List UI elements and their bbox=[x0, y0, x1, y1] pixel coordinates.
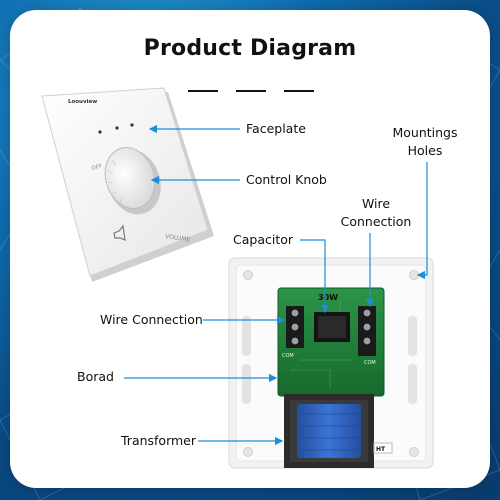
label-capacitor: Capacitor bbox=[233, 232, 294, 247]
power-rating: 30W bbox=[318, 293, 338, 302]
title-dash bbox=[188, 90, 218, 92]
label-wire-connection-left: Wire Connection bbox=[100, 312, 203, 327]
label-control-knob: Control Knob bbox=[246, 172, 327, 187]
brand-logo-text: Loouview bbox=[68, 99, 97, 105]
label-transformer: Transformer bbox=[121, 433, 197, 448]
label-wire-connection-top-line1: Wire bbox=[361, 196, 391, 211]
capacitor-arrow bbox=[300, 239, 330, 314]
title-dash bbox=[284, 90, 314, 92]
label-wire-connection-top-line2: Connection bbox=[340, 214, 412, 229]
label-faceplate: Faceplate bbox=[246, 121, 306, 136]
control-knob bbox=[104, 147, 161, 215]
speaker-icon bbox=[113, 224, 126, 241]
terminal-block-right bbox=[358, 306, 376, 356]
off-marking: OFF bbox=[91, 164, 103, 172]
terminal-label-right: COM bbox=[364, 360, 376, 366]
label-wire-connection-top: Wire Connection bbox=[338, 195, 414, 231]
mounting-hole bbox=[409, 447, 419, 457]
terminal-label-left: COM bbox=[282, 353, 294, 359]
volume-marking: VOLUME bbox=[165, 233, 191, 243]
label-mounting-holes-line1: Mountings bbox=[392, 125, 458, 140]
label-borad: Borad bbox=[77, 369, 114, 384]
title-dash bbox=[236, 90, 266, 92]
diagram-title: Product Diagram bbox=[143, 36, 357, 61]
transformer-tag: HT bbox=[376, 446, 386, 453]
label-mounting-holes-line2: Holes bbox=[407, 143, 443, 158]
mounting-holes-arrow bbox=[416, 162, 428, 280]
label-mounting-holes: Mountings Holes bbox=[388, 124, 462, 160]
terminal-block-left bbox=[286, 306, 304, 348]
capacitor bbox=[314, 312, 350, 342]
mounting-hole bbox=[409, 270, 419, 280]
mounting-hole bbox=[243, 447, 253, 457]
mounting-hole bbox=[243, 270, 253, 280]
transformer bbox=[284, 394, 393, 468]
